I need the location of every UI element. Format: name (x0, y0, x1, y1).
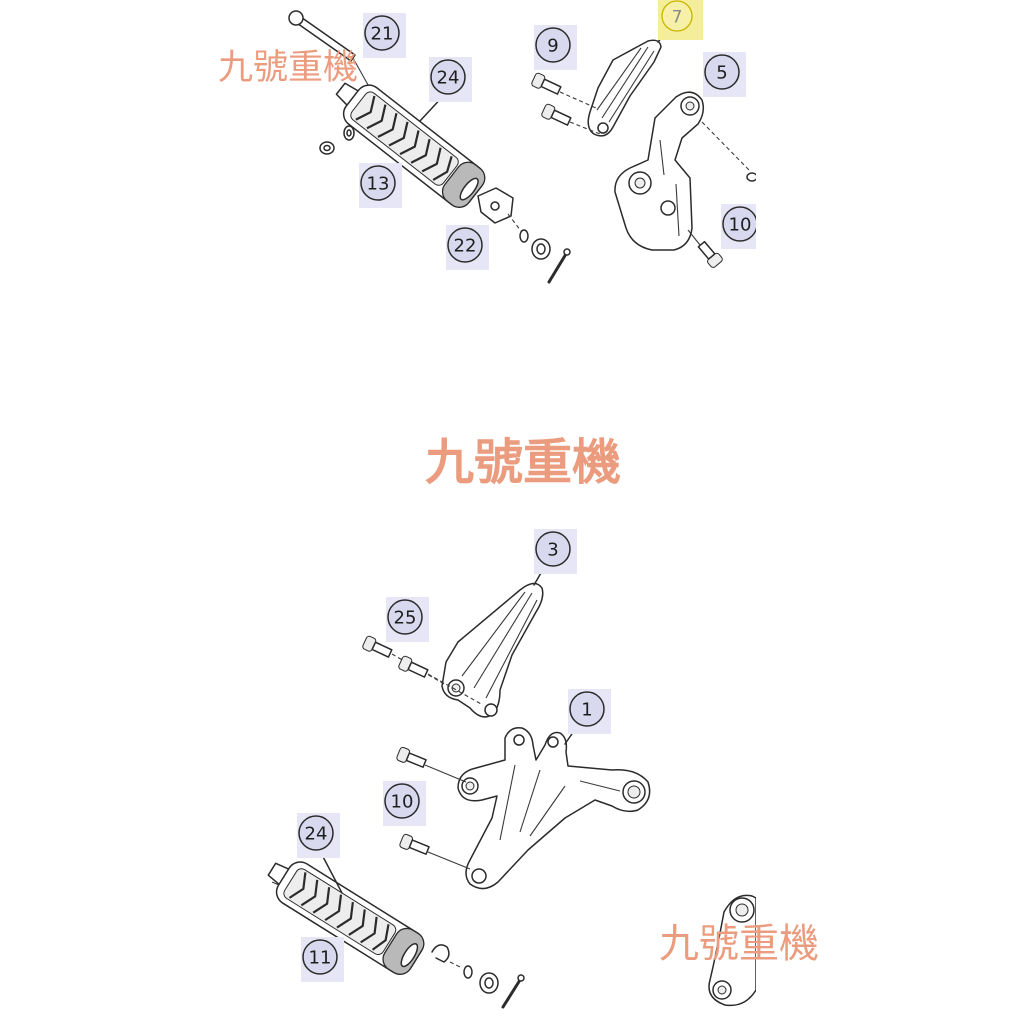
bolt-9-a (531, 72, 562, 95)
callout-label: 24 (437, 68, 460, 89)
callout-label: 1 (581, 700, 592, 721)
assembly-line (427, 673, 484, 706)
callout-label: 25 (394, 608, 417, 629)
footpeg-upper (335, 82, 486, 208)
spring-clip (431, 944, 450, 963)
watermark-bottom-right: 九號重機 (659, 921, 819, 967)
callout-24-lower: 24 (297, 813, 340, 858)
bolt-25-a (362, 635, 393, 658)
callout-21: 21 (363, 13, 406, 58)
retaining-plate (477, 187, 514, 224)
callout-label: 22 (454, 236, 477, 257)
assembly-line (507, 213, 522, 232)
callout-5: 5 (703, 52, 746, 97)
upper-callouts: 21 24 9 7 5 (359, 0, 756, 270)
callout-7-highlighted: 7 (658, 0, 703, 40)
main-bracket-lower (457, 726, 651, 890)
callout-label: 9 (547, 36, 558, 57)
partial-bracket-bottom-right (708, 894, 756, 1007)
cotter-pin (547, 248, 571, 284)
callout-label: 13 (367, 174, 390, 195)
assembly-line (687, 229, 701, 246)
callout-label: 3 (547, 540, 558, 561)
bolt-10-lower-b (399, 833, 430, 855)
callout-24-upper: 24 (429, 57, 472, 102)
footpeg-lower (267, 861, 425, 975)
washer-set-lower (463, 965, 499, 994)
callout-label: 10 (391, 792, 414, 813)
lower-assembly (267, 565, 651, 1009)
watermark-center: 九號重機 (425, 434, 622, 491)
heel-guard-lower (441, 582, 544, 718)
parts-diagram: 21 24 9 7 5 (267, 0, 756, 1009)
callout-1: 1 (568, 689, 611, 734)
callout-label: 11 (309, 948, 332, 969)
callout-label: 7 (672, 8, 683, 28)
bolt-9-b (541, 103, 572, 126)
callout-22: 22 (446, 225, 489, 270)
cotter-pin-lower (501, 974, 525, 1009)
lower-callouts: 3 25 1 10 24 (297, 529, 611, 982)
heel-guard-upper (587, 39, 662, 137)
callout-11: 11 (301, 937, 344, 982)
washer-set (519, 229, 551, 260)
callout-label: 5 (716, 63, 727, 84)
upper-assembly (288, 10, 756, 284)
assembly-line (449, 961, 463, 969)
callout-label: 21 (371, 24, 394, 45)
bolt-10-lower-a (396, 746, 427, 768)
assembly-line (569, 121, 601, 135)
callout-25: 25 (386, 597, 429, 642)
pivot-pin (288, 10, 373, 93)
washer-pair (319, 125, 355, 155)
assembly-line (559, 91, 597, 109)
watermark-top-left: 九號重機 (218, 48, 359, 88)
callout-label: 10 (729, 215, 752, 236)
callout-3: 3 (534, 529, 577, 574)
callout-13: 13 (359, 163, 402, 208)
assembly-line (427, 851, 471, 870)
assembly-line (424, 764, 467, 783)
bolt-25-b (398, 655, 429, 678)
screw-partial (746, 172, 756, 182)
mounting-bracket-upper (614, 91, 705, 251)
assembly-line (701, 121, 751, 172)
callout-9: 9 (534, 25, 577, 70)
callout-10-lower: 10 (383, 781, 426, 826)
callout-label: 24 (305, 824, 328, 845)
callout-10-upper: 10 (721, 204, 756, 249)
bolt-10-upper (697, 240, 723, 268)
